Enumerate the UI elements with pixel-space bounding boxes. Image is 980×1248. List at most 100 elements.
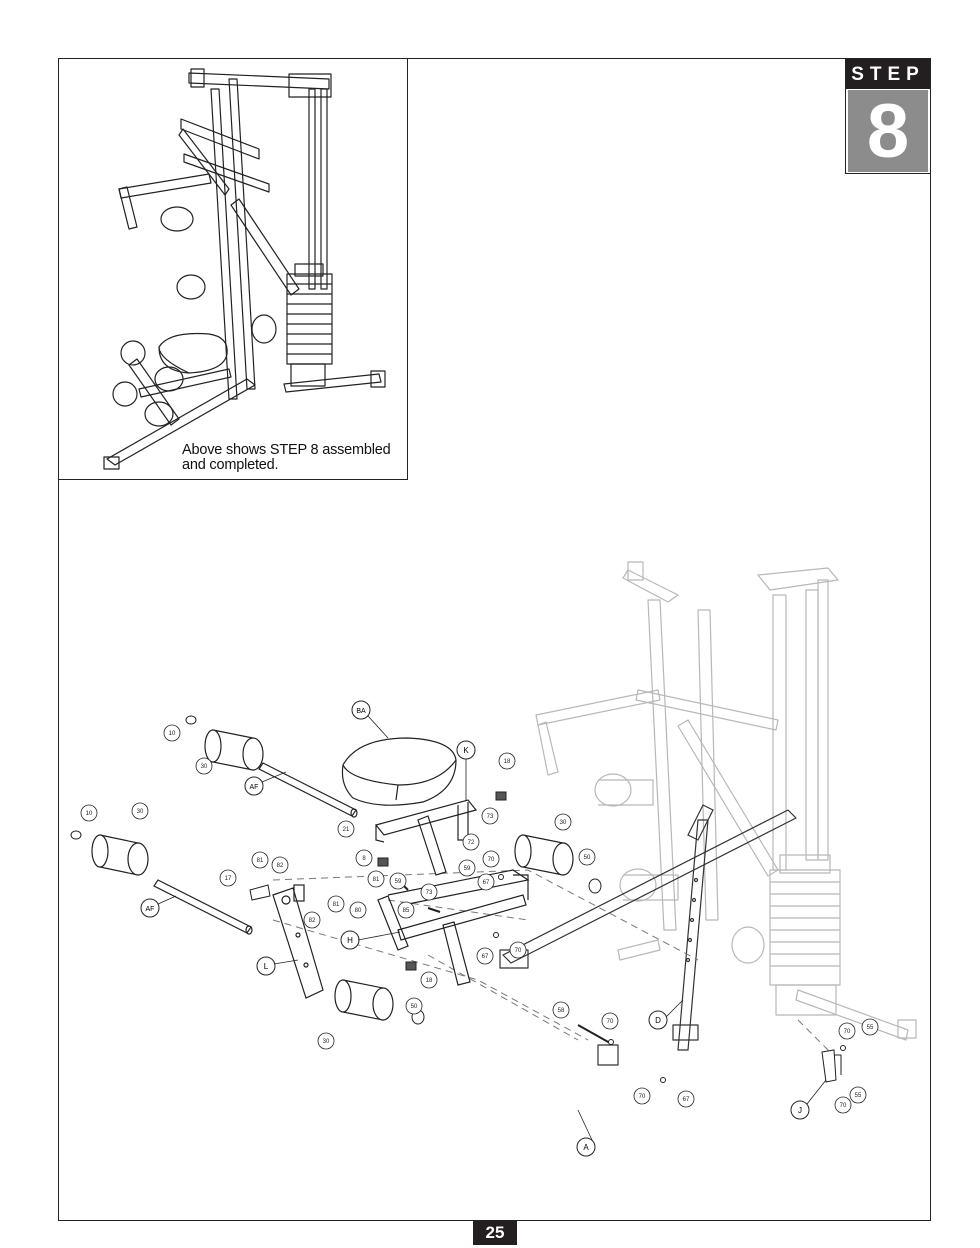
callout-labels: BA K AF AF H L D J A 10 30 10 30 21 18: [80, 700, 879, 1157]
svg-text:30: 30: [201, 764, 208, 770]
step-word: STEP: [846, 59, 930, 89]
svg-text:55: 55: [867, 1025, 874, 1031]
svg-text:73: 73: [426, 890, 433, 896]
assembled-machine-illustration: [103, 68, 386, 470]
svg-text:59: 59: [464, 866, 471, 872]
svg-text:85: 85: [403, 908, 410, 914]
callout-j: J: [790, 1100, 810, 1120]
callout-82-a: 82: [271, 856, 289, 874]
svg-text:70: 70: [840, 1103, 847, 1109]
axle-tubes-af: [153, 762, 358, 935]
svg-text:80: 80: [355, 908, 362, 914]
callout-18-b: 18: [420, 971, 438, 989]
svg-text:70: 70: [607, 1019, 614, 1025]
svg-text:58: 58: [558, 1008, 565, 1014]
svg-text:67: 67: [483, 880, 490, 886]
callout-59-a: 59: [458, 859, 476, 877]
callout-70-d: 70: [633, 1087, 651, 1105]
callout-30-b: 30: [131, 802, 149, 820]
callout-50-b: 50: [405, 997, 423, 1015]
callout-85: 85: [397, 901, 415, 919]
callout-70-a: 70: [482, 850, 500, 868]
caption-line-2: and completed.: [182, 457, 279, 473]
svg-text:70: 70: [515, 948, 522, 954]
hardware-parts: [70, 715, 846, 1083]
foam-rollers: [91, 729, 574, 1021]
callout-17: 17: [219, 869, 237, 887]
svg-text:70: 70: [844, 1029, 851, 1035]
svg-text:55: 55: [855, 1093, 862, 1099]
svg-text:AF: AF: [146, 906, 155, 913]
upright-frame-d: [677, 804, 714, 1051]
step-number: 8: [848, 90, 928, 174]
svg-text:BA: BA: [356, 708, 366, 715]
callout-70-c: 70: [601, 1012, 619, 1030]
svg-text:73: 73: [487, 814, 494, 820]
callout-55-b: 55: [849, 1086, 867, 1104]
svg-text:K: K: [463, 746, 469, 755]
callout-72-a: 72: [462, 833, 480, 851]
callout-58: 58: [552, 1001, 570, 1019]
svg-text:81: 81: [373, 877, 380, 883]
callout-a: A: [576, 1137, 596, 1157]
callout-67-b: 67: [476, 947, 494, 965]
assembled-caption: Above shows STEP 8 assembled and complet…: [182, 443, 391, 473]
callout-81-b: 81: [251, 851, 269, 869]
svg-text:H: H: [347, 936, 353, 945]
svg-text:30: 30: [560, 820, 567, 826]
callout-81-a: 81: [367, 870, 385, 888]
svg-text:18: 18: [426, 978, 433, 984]
callout-50-a: 50: [578, 848, 596, 866]
callout-18-a: 18: [498, 752, 516, 770]
callout-67-c: 67: [677, 1090, 695, 1108]
callout-70-b: 70: [509, 941, 527, 959]
seat-pad-ba: [341, 737, 457, 806]
assembly-guide-lines: [272, 869, 839, 1061]
callout-h: H: [340, 930, 360, 950]
svg-text:67: 67: [482, 954, 489, 960]
pivot-arm-l: [272, 884, 324, 999]
callout-21: 21: [337, 820, 355, 838]
callout-81-c: 81: [327, 895, 345, 913]
caption-line-1: Above shows STEP 8 assembled: [182, 442, 391, 458]
callout-10-b: 10: [80, 804, 98, 822]
callout-af-upper: AF: [244, 776, 264, 796]
svg-text:18: 18: [504, 759, 511, 765]
callout-af-lower: AF: [140, 898, 160, 918]
svg-text:72: 72: [468, 840, 475, 846]
svg-text:A: A: [583, 1143, 589, 1152]
svg-text:10: 10: [169, 731, 176, 737]
assembled-preview-panel: Above shows STEP 8 assembled and complet…: [58, 58, 408, 480]
svg-text:50: 50: [584, 855, 591, 861]
svg-text:82: 82: [277, 863, 284, 869]
svg-text:70: 70: [488, 857, 495, 863]
callout-59-b: 59: [389, 872, 407, 890]
svg-text:30: 30: [137, 809, 144, 815]
svg-text:17: 17: [225, 876, 232, 882]
svg-text:21: 21: [343, 827, 350, 833]
svg-text:J: J: [798, 1106, 802, 1115]
callout-70-f: 70: [834, 1096, 852, 1114]
callout-82-b: 82: [303, 911, 321, 929]
svg-text:10: 10: [86, 811, 93, 817]
svg-text:D: D: [655, 1016, 661, 1025]
callout-30-a: 30: [195, 757, 213, 775]
callout-d: D: [648, 1010, 668, 1030]
svg-text:59: 59: [395, 879, 402, 885]
callout-67-a: 67: [477, 873, 495, 891]
callout-80: 80: [349, 901, 367, 919]
callout-55-a: 55: [861, 1018, 879, 1036]
callout-30-e: 30: [317, 1032, 335, 1050]
callout-30-c: 30: [554, 813, 572, 831]
callout-8: 8: [355, 849, 373, 867]
svg-text:81: 81: [333, 902, 340, 908]
svg-text:81: 81: [257, 858, 264, 864]
svg-text:70: 70: [639, 1094, 646, 1100]
svg-text:67: 67: [683, 1097, 690, 1103]
leg-frame-h: [377, 869, 530, 986]
svg-text:50: 50: [411, 1004, 418, 1010]
step-badge: STEP 8: [845, 58, 931, 174]
callout-ba: BA: [351, 700, 371, 720]
svg-text:30: 30: [323, 1039, 330, 1045]
exploded-assembly-diagram: BA K AF AF H L D J A 10 30 10 30 21 18: [70, 561, 917, 1157]
